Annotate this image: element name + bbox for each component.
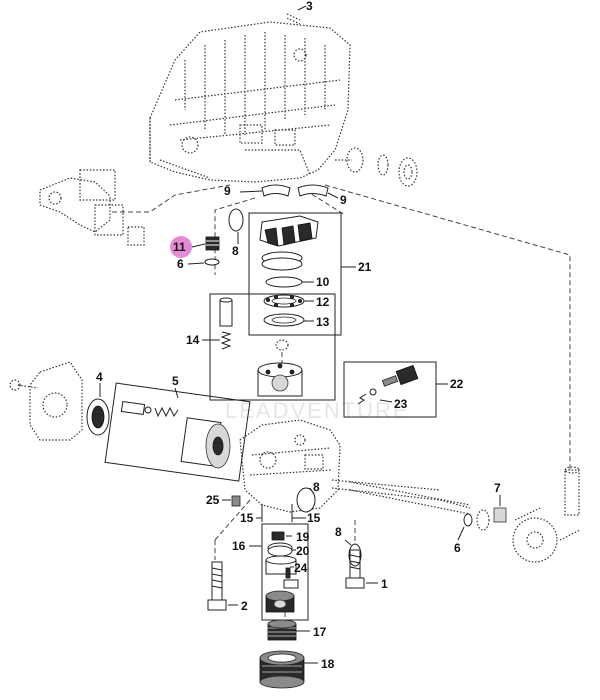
part-7-key: 7 <box>493 481 507 523</box>
label-13: 13 <box>316 315 330 329</box>
lever-assembly <box>39 169 231 246</box>
kit-box-5 <box>104 382 251 482</box>
part-4-seal: 4 <box>86 370 110 436</box>
label-4: 4 <box>96 370 103 384</box>
label-12: 12 <box>316 295 330 309</box>
part-5-motor-block <box>120 400 231 469</box>
side-cover <box>9 361 83 441</box>
label-6-lower: 6 <box>454 541 461 555</box>
swashplate-block <box>259 215 319 247</box>
label-7: 7 <box>494 481 501 495</box>
lower-housing <box>239 419 471 513</box>
part-18-bearing: 18 <box>259 650 335 689</box>
kit-box-22 <box>343 361 437 418</box>
label-22: 22 <box>450 377 464 391</box>
label-8-lower: 8 <box>335 525 342 539</box>
bolt-3: 3 <box>286 0 313 25</box>
label-1: 1 <box>381 577 388 591</box>
watermark-text: LEADVENTURE <box>225 398 410 423</box>
cylinder-block-upper <box>257 339 303 397</box>
part-6-ring-top: 6 <box>177 257 220 271</box>
label-11: 11 <box>173 240 186 254</box>
label-15-left: 15 <box>240 511 254 525</box>
part-15-dowels: 15 15 <box>240 504 321 525</box>
kit-box-21 <box>248 212 342 336</box>
part-2-bolt: 2 <box>207 561 248 613</box>
part-12-thrust-bearing: 12 <box>263 294 330 309</box>
part-11-spring: 11 <box>170 236 220 258</box>
label-23: 23 <box>394 397 408 411</box>
label-9-right: 9 <box>340 193 347 207</box>
part-19-nut: 19 <box>271 530 310 544</box>
label-19: 19 <box>296 530 310 544</box>
label-24: 24 <box>294 561 308 575</box>
label-18: 18 <box>321 657 335 671</box>
part-25-pin: 25 <box>206 493 241 507</box>
label-3: 3 <box>306 0 313 13</box>
label-21: 21 <box>358 260 372 274</box>
highlight-11 <box>170 236 192 258</box>
label-17: 17 <box>313 625 327 639</box>
kit-box-14 <box>209 293 336 401</box>
part-8-middle: 8 <box>296 480 320 513</box>
label-15-right: 15 <box>307 511 321 525</box>
part-23-valve: 23 <box>357 364 419 411</box>
part-8-top: 8 <box>228 208 244 258</box>
part-1-bolt: 1 <box>345 549 388 591</box>
part-14-piston: 14 <box>186 297 233 350</box>
label-2: 2 <box>241 599 248 613</box>
part-24-pin: 24 <box>283 561 308 589</box>
part-8-lower: 8 <box>335 525 362 567</box>
part-17-spring-pack: 17 <box>267 619 327 641</box>
label-8-top: 8 <box>232 244 239 258</box>
label-8-middle: 8 <box>313 480 320 494</box>
upper-housing <box>149 21 418 187</box>
swashplate-lower <box>265 590 295 613</box>
label-9-left: 9 <box>224 184 231 198</box>
label-5: 5 <box>172 374 179 388</box>
output-axle <box>349 466 581 563</box>
part-10-bearing: 10 <box>261 251 330 289</box>
label-25: 25 <box>206 493 220 507</box>
label-10: 10 <box>316 275 330 289</box>
label-16: 16 <box>232 539 246 553</box>
part-6-ring-lower: 6 <box>454 513 473 555</box>
cylinder-block-lower <box>265 555 297 575</box>
label-14: 14 <box>186 333 200 347</box>
label-6-top: 6 <box>177 257 184 271</box>
part-13-washer: 13 <box>263 313 330 329</box>
label-20: 20 <box>296 544 310 558</box>
part-20-washer: 20 <box>267 542 310 558</box>
part-9-spacers: 9 9 <box>224 184 347 207</box>
